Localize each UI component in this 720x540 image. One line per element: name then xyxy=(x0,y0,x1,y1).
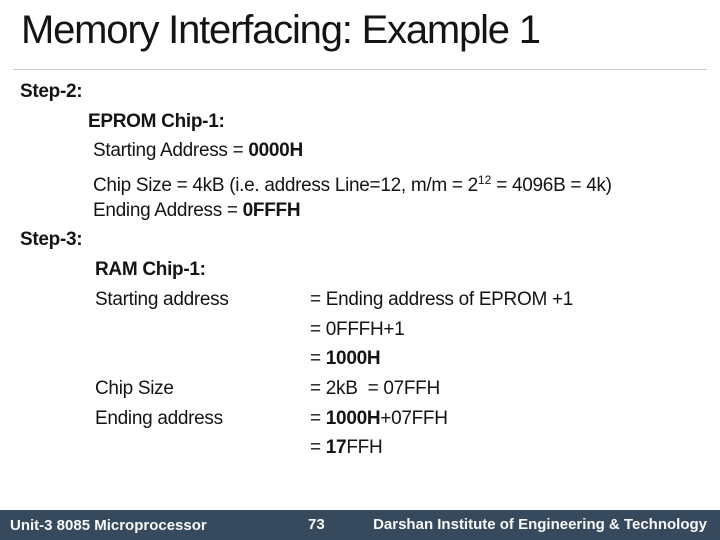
ram-ending-calc-bold-part: 1000H xyxy=(325,407,381,429)
footer-institute-name: Darshan Institute of Engineering & Techn… xyxy=(373,516,707,533)
ending-address-value: 0FFFH xyxy=(242,199,301,221)
row-spacer xyxy=(95,315,310,345)
ram-chip-size-label: Chip Size xyxy=(95,377,174,399)
ram-starting-calc-value-3: = 1000H xyxy=(310,344,381,374)
ram-ending-calc-rest: +07FFH xyxy=(380,407,448,429)
title-divider-line xyxy=(13,69,707,70)
slide-footer-bar: Unit-3 8085 Microprocessor 73 Darshan In… xyxy=(0,510,720,540)
ram-starting-calc-row-2: = 0FFFH+1 xyxy=(20,315,710,345)
row-spacer xyxy=(95,433,310,463)
step2-label: Step-2: xyxy=(20,81,83,102)
eprom-starting-address-line: Starting Address = 0000H xyxy=(20,136,710,166)
ram-starting-address-result: 1000H xyxy=(325,348,381,370)
eprom-chip-heading: EPROM Chip-1: xyxy=(88,110,225,132)
ram-ending-address-label: Ending address xyxy=(95,407,223,429)
eprom-ending-address-line: Ending Address = 0FFFH xyxy=(20,196,710,226)
chip-size-text: Chip Size = 4kB (i.e. address Line=12, m… xyxy=(93,175,478,197)
footer-page-number: 73 xyxy=(308,516,325,533)
ram-chip-heading: RAM Chip-1: xyxy=(95,259,206,281)
ram-chip-size-row: Chip Size = 2kB = 07FFH xyxy=(20,374,710,404)
ram-ending-calc-value-2: = 17FFH xyxy=(310,433,383,463)
slide-title: Memory Interfacing: Example 1 xyxy=(21,8,541,52)
equals-sign: = xyxy=(310,407,326,429)
starting-address-value: 0000H xyxy=(248,140,303,162)
starting-address-label: Starting Address = xyxy=(93,140,249,162)
ram-starting-address-label: Starting address xyxy=(95,288,229,310)
chip-size-exponent: 12 xyxy=(477,173,492,188)
ram-ending-result-bold-part: 17 xyxy=(325,437,347,459)
ram-starting-address-row: Starting address = Ending address of EPR… xyxy=(20,285,710,315)
row-spacer xyxy=(95,344,310,374)
footer-course-title: Unit-3 8085 Microprocessor xyxy=(10,516,207,534)
equals-sign: = xyxy=(310,348,326,370)
ram-starting-address-value: = Ending address of EPROM +1 xyxy=(310,288,574,310)
slide-body: Step-2: EPROM Chip-1: Starting Address =… xyxy=(20,77,710,463)
ram-ending-calc-row-2: = 17FFH xyxy=(20,433,710,463)
chip-size-text-after: = 4096B = 4k) xyxy=(491,175,612,197)
equals-sign: = xyxy=(310,437,326,459)
ram-chip-size-value: = 2kB = 07FFH xyxy=(310,377,440,399)
ending-address-label: Ending Address = xyxy=(93,199,243,221)
eprom-chip-size-line: Chip Size = 4kB (i.e. address Line=12, m… xyxy=(20,166,710,196)
ram-ending-address-value: = 1000H+07FFH xyxy=(310,404,448,434)
ram-ending-result-rest: FFH xyxy=(346,437,383,459)
ram-starting-calc-value-2: = 0FFFH+1 xyxy=(310,318,405,340)
step3-label: Step-3: xyxy=(20,229,83,251)
ram-starting-calc-row-3: = 1000H xyxy=(20,344,710,374)
ram-ending-address-row: Ending address = 1000H+07FFH xyxy=(20,404,710,434)
